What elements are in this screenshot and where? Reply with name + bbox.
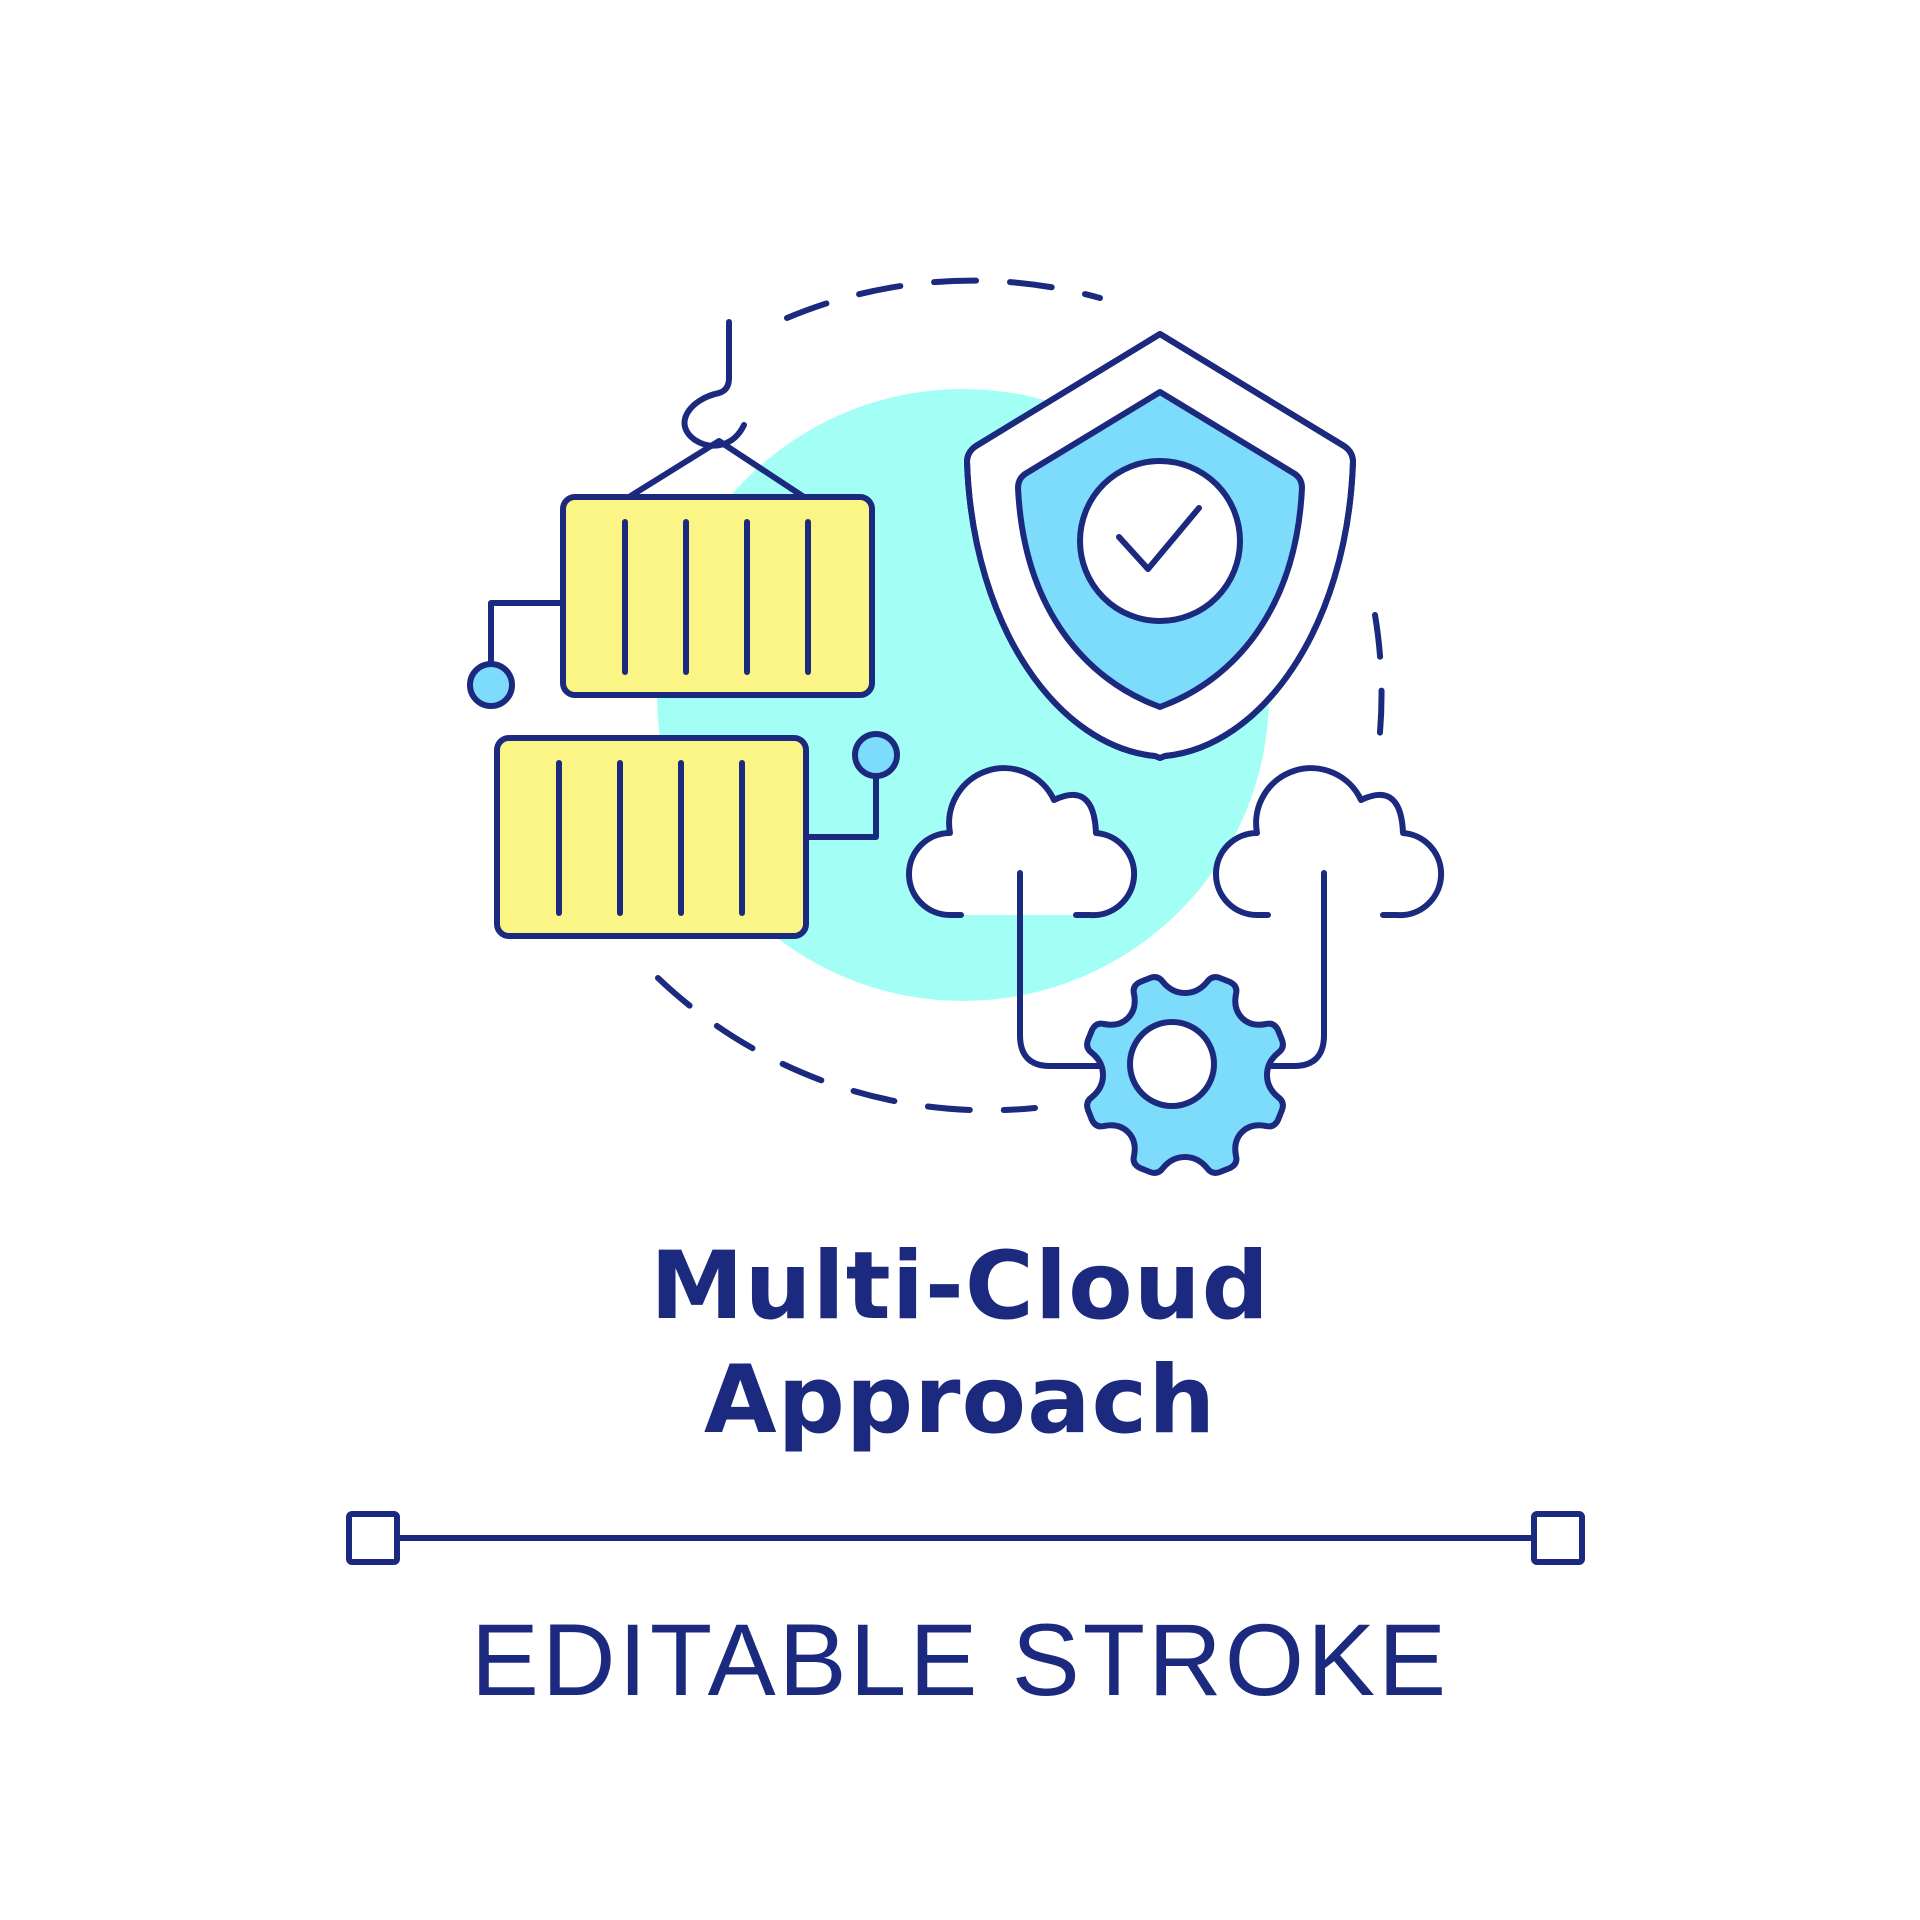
cloud-right-icon (1213, 765, 1445, 1069)
shield-check-icon (964, 331, 1356, 761)
cloud-left-icon (906, 765, 1138, 1069)
editable-stroke-caption: EDITABLE STROKE (470, 1603, 1450, 1717)
title-line-1: Multi-Cloud (650, 1232, 1270, 1341)
stroke-line-handles (346, 1511, 1585, 1565)
container-bottom-icon (494, 731, 900, 939)
crane-hook-icon (626, 319, 807, 500)
dashed-circle-frame (655, 277, 1385, 1114)
title-line-2: Approach (703, 1346, 1217, 1455)
gear-icon (1084, 974, 1286, 1176)
container-top-icon (467, 494, 875, 709)
